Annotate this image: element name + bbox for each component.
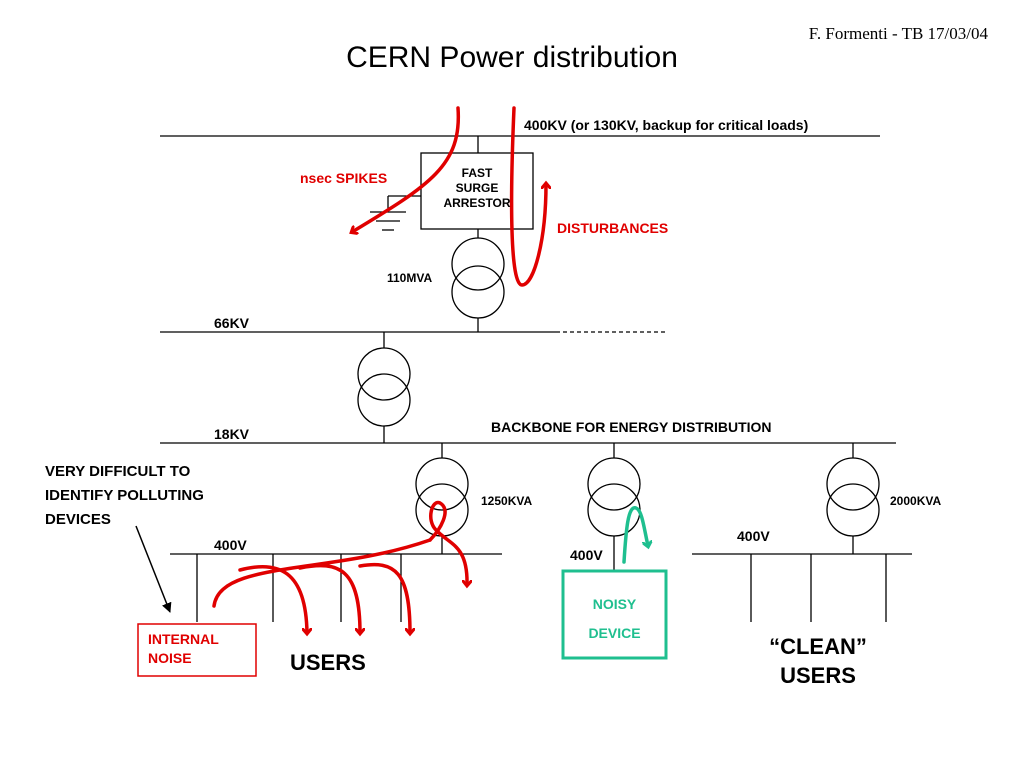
- credit-text: F. Formenti - TB 17/03/04: [808, 24, 988, 43]
- t1-rating-label: 110MVA: [387, 271, 433, 285]
- transformer-2000kva-icon: [826, 457, 880, 537]
- lv-mid-label: 400V: [570, 547, 603, 563]
- clean-users-label: “CLEAN” USERS: [769, 634, 867, 688]
- lv-left-label: 400V: [214, 537, 247, 553]
- surge-arrestor-box: [420, 152, 534, 230]
- spike-arrow: [352, 106, 461, 232]
- transformer-110mva-icon: [451, 237, 505, 319]
- user-arrow-3: [358, 562, 410, 633]
- transformer-66-18-icon: [357, 347, 411, 427]
- disturbance-arrow: [509, 106, 546, 287]
- user-arrow-1: [238, 565, 307, 633]
- t5-rating-label: 2000KVA: [890, 494, 942, 508]
- transformer-noisy-icon: [587, 457, 641, 537]
- backbone-label: BACKBONE FOR ENERGY DISTRIBUTION: [491, 419, 772, 435]
- difficult-label: VERY DIFFICULT TO IDENTIFY POLLUTING DEV…: [45, 463, 204, 528]
- users-label: USERS: [290, 650, 366, 675]
- disturbances-label: DISTURBANCES: [557, 220, 669, 236]
- hv-bus-label: 400KV (or 130KV, backup for critical loa…: [524, 117, 809, 133]
- noise-curve-1250: [212, 538, 432, 608]
- internal-noise-label: INTERNAL NOISE: [148, 631, 219, 666]
- noisy-device-box: [561, 569, 668, 660]
- bus-18kv-label: 18KV: [214, 426, 250, 442]
- user-arrow-2: [298, 563, 360, 633]
- arrestor-label: FAST SURGE ARRESTOR: [443, 166, 511, 210]
- t3-rating-label: 1250KVA: [481, 494, 533, 508]
- spikes-label: nsec SPIKES: [300, 170, 388, 186]
- noisy-device-label: NOISY DEVICE: [588, 596, 641, 641]
- page-title: CERN Power distribution: [346, 41, 678, 74]
- bus-66kv-label: 66KV: [214, 315, 250, 331]
- pointer-arrow: [135, 525, 172, 613]
- noise-loop: [428, 500, 467, 585]
- noisy-arrow: [622, 506, 648, 564]
- ground-icon: [370, 195, 421, 231]
- lv-right-label: 400V: [737, 528, 770, 544]
- internal-noise-box: [137, 623, 257, 677]
